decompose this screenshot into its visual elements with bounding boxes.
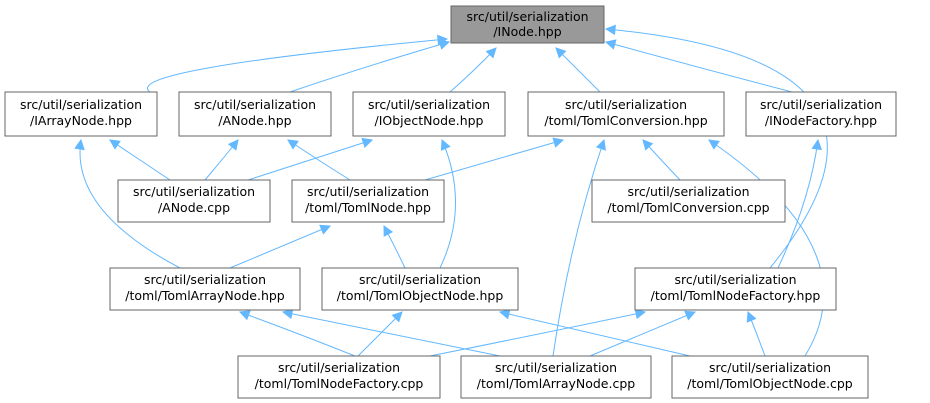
node-tomlobjectnode-cpp[interactable]: src/util/serialization /toml/TomlObjectN… [671, 355, 869, 399]
node-line2: /IObjectNode.hpp [375, 113, 484, 128]
node-line2: /INode.hpp [493, 24, 561, 39]
node-line2: /toml/TomlNodeFactory.cpp [255, 376, 424, 391]
edge-iobjectnode_hpp-to-inode_hpp [449, 47, 497, 93]
edge-tomlobjectnode_hpp-to-iobjectnode_hpp [439, 139, 456, 269]
node-tomlconversion-cpp[interactable]: src/util/serialization /toml/TomlConvers… [591, 179, 786, 223]
edge-tomlnodefactory_cpp-to-tomlarraynode_hpp [239, 311, 356, 357]
edge-arrowhead [227, 139, 239, 151]
node-line2: /INodeFactory.hpp [765, 113, 877, 128]
edge-inodefactory_hpp-to-inode_hpp [605, 41, 793, 93]
edge-arrowhead [238, 310, 251, 321]
edge-arrowhead [498, 308, 511, 320]
node-tomlarraynode-hpp[interactable]: src/util/serialization /toml/TomlArrayNo… [109, 267, 301, 311]
edge-anode_hpp-to-inode_hpp [289, 41, 450, 93]
edge-tomlnode_hpp-to-anode_hpp [287, 139, 351, 181]
edge-anode_cpp-to-iarraynode_hpp [109, 139, 171, 181]
node-line1: src/util/serialization [368, 97, 490, 112]
node-iarraynode-hpp[interactable]: src/util/serialization /IArrayNode.hpp [4, 91, 158, 137]
node-line2: /toml/TomlArrayNode.cpp [477, 376, 636, 391]
edge-tomlobjectnode_cpp-to-tomlobjectnode_hpp [499, 311, 691, 357]
node-line2: /ANode.hpp [218, 113, 291, 128]
node-anode-cpp[interactable]: src/util/serialization /ANode.cpp [117, 179, 271, 223]
node-line2: /toml/TomlNode.hpp [305, 200, 431, 215]
node-line2: /toml/TomlArrayNode.hpp [125, 288, 285, 303]
node-tomlarraynode-cpp[interactable]: src/util/serialization /toml/TomlArrayNo… [460, 355, 652, 399]
edge-tomlnodefactory_hpp-to-inodefactory_hpp [777, 139, 819, 269]
edge-tomlarraynode_cpp-to-tomlarraynode_hpp [282, 311, 501, 357]
node-line2: /toml/TomlConversion.hpp [544, 113, 707, 128]
edge-iarraynode_hpp-to-inode_hpp [147, 38, 448, 93]
edge-anode_cpp-to-iobjectnode_hpp [247, 139, 373, 181]
edge-arrowhead [595, 138, 606, 151]
edge-arrowhead [708, 139, 720, 150]
edge-arrowhead [552, 137, 565, 148]
edge-arrowhead [485, 47, 497, 59]
node-line1: src/util/serialization [627, 184, 749, 199]
node-line2: /toml/TomlConversion.cpp [607, 200, 769, 215]
edge-arrowhead [383, 225, 394, 237]
node-line1: src/util/serialization [495, 360, 617, 375]
edge-arrowhead [642, 139, 654, 151]
edge-tomlarraynode_cpp-to-tomlnodefactory_hpp [589, 311, 696, 357]
edge-arrowhead [746, 310, 757, 323]
node-line2: /IArrayNode.hpp [30, 113, 132, 128]
node-line2: /toml/TomlObjectNode.cpp [687, 376, 853, 391]
node-line1: src/util/serialization [133, 184, 255, 199]
node-line1: src/util/serialization [307, 184, 429, 199]
node-line1: src/util/serialization [194, 97, 316, 112]
node-line1: src/util/serialization [466, 9, 588, 24]
edge-arrowhead [361, 137, 374, 148]
edge-arrowhead [391, 311, 403, 323]
edge-tomlarraynode_hpp-to-iarraynode_hpp [79, 139, 181, 269]
node-tomlnodefactory-cpp[interactable]: src/util/serialization /toml/TomlNodeFac… [237, 355, 441, 399]
node-iobjectnode-hpp[interactable]: src/util/serialization /IObjectNode.hpp [352, 91, 506, 137]
node-line2: /toml/TomlNodeFactory.hpp [651, 288, 821, 303]
node-line1: src/util/serialization [674, 272, 796, 287]
edge-arrowhead [604, 24, 616, 36]
edge-tomlarraynode_hpp-to-tomlnode_hpp [229, 225, 331, 269]
edge-arrowhead [319, 224, 332, 235]
node-line2: /ANode.cpp [158, 200, 230, 215]
edge-arrowhead [281, 308, 294, 320]
edge-arrowhead [74, 138, 85, 151]
node-anode-hpp[interactable]: src/util/serialization /ANode.hpp [178, 91, 332, 137]
edge-arrowhead [811, 138, 823, 151]
edge-arrowhead [438, 39, 451, 50]
edge-arrowhead [287, 139, 299, 150]
edge-arrowhead [634, 308, 647, 320]
edge-tomlarraynode_cpp-to-tomlconversion_hpp [552, 139, 605, 357]
node-line1: src/util/serialization [760, 97, 882, 112]
edge-arrowhead [555, 47, 567, 59]
node-tomlnode-hpp[interactable]: src/util/serialization /toml/TomlNode.hp… [291, 179, 445, 223]
node-line1: src/util/serialization [709, 360, 831, 375]
node-line1: src/util/serialization [20, 97, 142, 112]
edge-arrowhead [604, 39, 617, 50]
edges-layer [74, 24, 828, 357]
node-line1: src/util/serialization [359, 272, 481, 287]
node-line1: src/util/serialization [278, 360, 400, 375]
node-tomlconversion-hpp[interactable]: src/util/serialization /toml/TomlConvers… [527, 91, 725, 137]
edge-tomlnodefactory_cpp-to-tomlnodefactory_hpp [429, 311, 646, 357]
node-inode-hpp[interactable]: src/util/serialization /INode.hpp [450, 5, 605, 44]
edge-tomlnodefactory_hpp-to-inode_hpp [605, 28, 828, 269]
node-tomlnodefactory-hpp[interactable]: src/util/serialization /toml/TomlNodeFac… [634, 267, 837, 311]
node-tomlobjectnode-hpp[interactable]: src/util/serialization /toml/TomlObjectN… [321, 267, 519, 311]
edge-arrowhead [684, 310, 697, 321]
edge-tomlobjectnode_cpp-to-tomlconversion_hpp [708, 139, 825, 357]
node-inodefactory-hpp[interactable]: src/util/serialization /INodeFactory.hpp [745, 91, 897, 137]
edge-arrowhead [440, 138, 451, 151]
node-line2: /toml/TomlObjectNode.hpp [337, 288, 504, 303]
edge-arrowhead [109, 139, 121, 150]
edge-tomlnode_hpp-to-tomlconversion_hpp [424, 139, 564, 181]
node-line1: src/util/serialization [565, 97, 687, 112]
node-line1: src/util/serialization [144, 272, 266, 287]
